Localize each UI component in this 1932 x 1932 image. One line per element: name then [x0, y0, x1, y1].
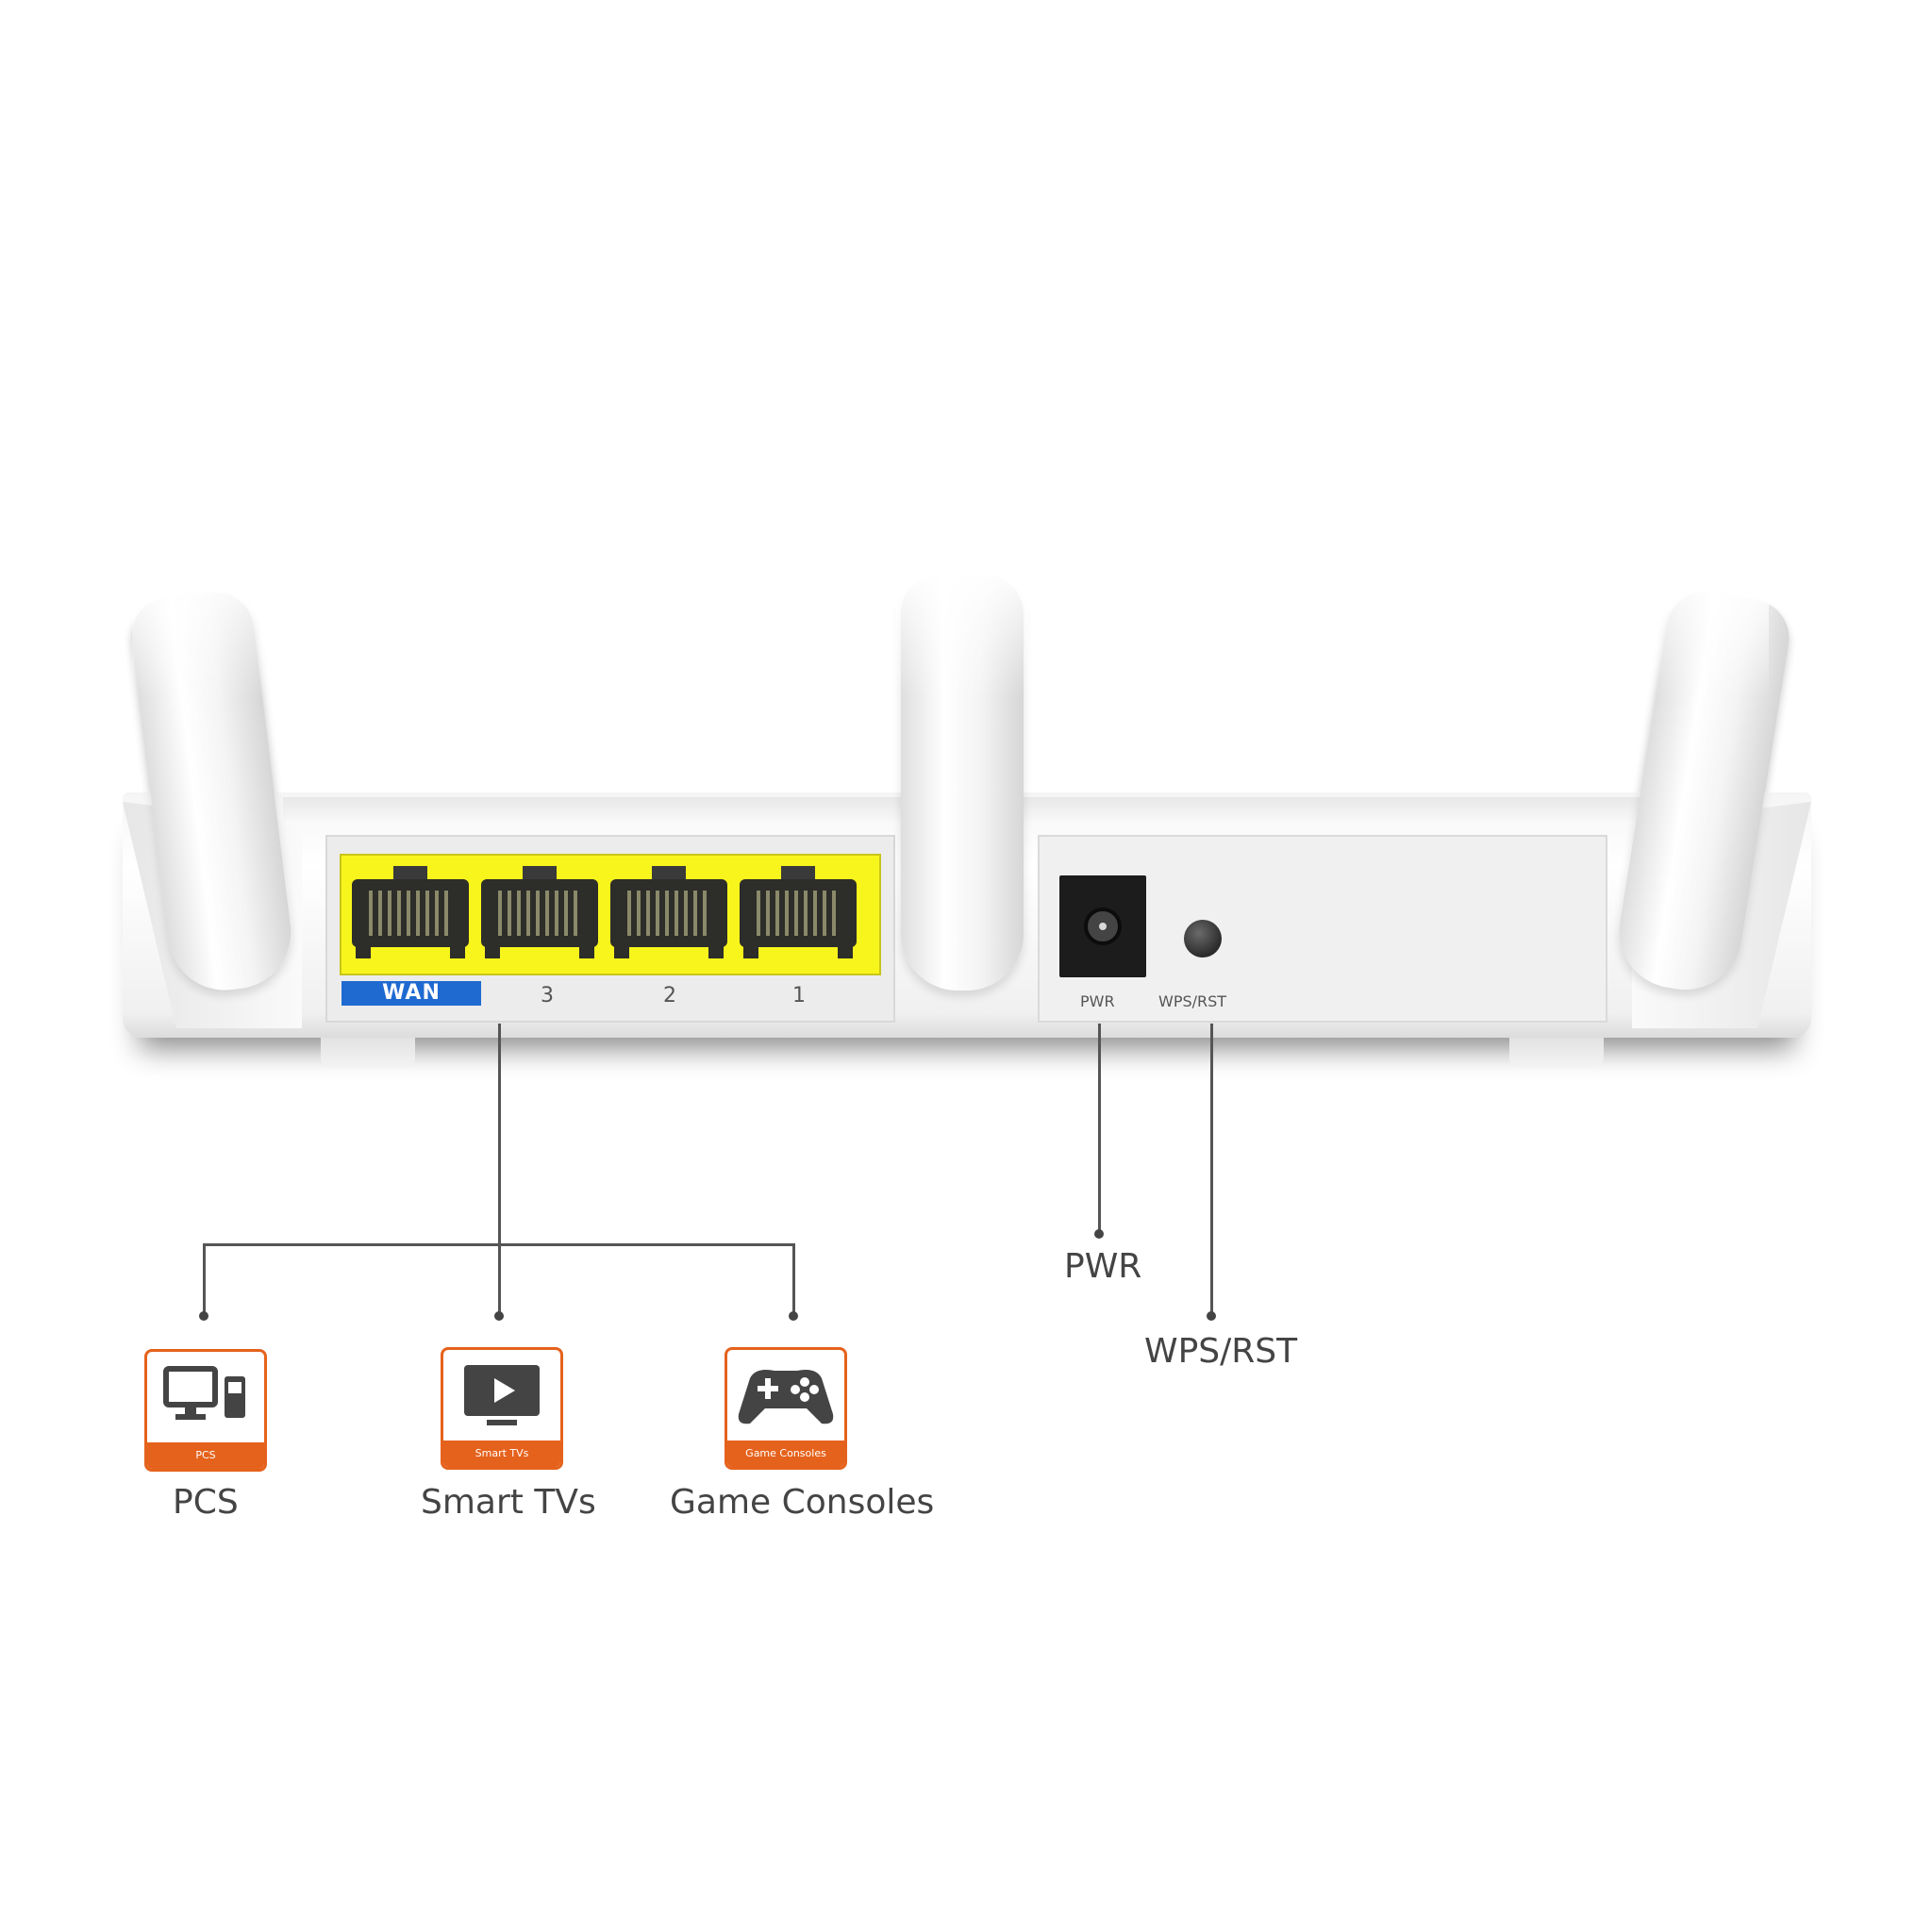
- port-label-3: 3: [541, 984, 554, 1008]
- ethernet-port-1: [740, 866, 857, 960]
- pwr-callout-dot: [1094, 1229, 1104, 1239]
- wps-reset-button: [1184, 920, 1222, 958]
- smart-tvs-badge: Smart TVs: [443, 1441, 560, 1467]
- game-consoles-card: Game Consoles: [724, 1347, 847, 1470]
- power-jack-label: PWR: [1080, 992, 1115, 1010]
- ethernet-port-wan: [352, 866, 469, 960]
- wps-callout-dot: [1207, 1311, 1216, 1321]
- smart-tvs-label: Smart TVs: [421, 1483, 596, 1522]
- router-foot-left: [321, 1038, 415, 1068]
- device-branch-line: [203, 1243, 795, 1246]
- port-label-1: 1: [792, 984, 806, 1008]
- game-consoles-label: Game Consoles: [670, 1483, 935, 1522]
- pwr-callout-line: [1098, 1024, 1101, 1236]
- game-consoles-badge: Game Consoles: [727, 1441, 844, 1467]
- pcs-badge: PCS: [147, 1442, 264, 1469]
- smart-tvs-card: Smart TVs: [441, 1347, 563, 1470]
- lan-callout-line: [498, 1024, 501, 1314]
- ethernet-port-3: [481, 866, 598, 960]
- wps-reset-label: WPS/RST: [1158, 992, 1227, 1010]
- tv-play-icon: [464, 1365, 540, 1425]
- pcs-card: PCS: [144, 1349, 267, 1472]
- pwr-callout-label: PWR: [1064, 1247, 1142, 1286]
- pcs-label: PCS: [173, 1483, 239, 1522]
- power-jack: [1059, 875, 1146, 977]
- console-branch-dot: [789, 1311, 798, 1321]
- console-branch-line: [792, 1243, 795, 1314]
- pc-icon: [163, 1366, 245, 1420]
- pc-branch-dot: [199, 1311, 208, 1321]
- wps-callout-line: [1210, 1024, 1213, 1318]
- antenna-fade-left: [132, 566, 264, 698]
- wps-callout-label: WPS/RST: [1144, 1332, 1298, 1371]
- antenna-fade-right: [1637, 566, 1769, 698]
- wan-port-label: WAN: [341, 981, 481, 1006]
- ethernet-port-2: [610, 866, 727, 960]
- pc-branch-line: [203, 1243, 206, 1314]
- antenna-fade-center: [896, 566, 1028, 698]
- tv-branch-dot: [494, 1311, 504, 1321]
- port-label-2: 2: [663, 984, 676, 1008]
- gamepad-icon: [738, 1370, 834, 1424]
- router-foot-right: [1509, 1038, 1604, 1068]
